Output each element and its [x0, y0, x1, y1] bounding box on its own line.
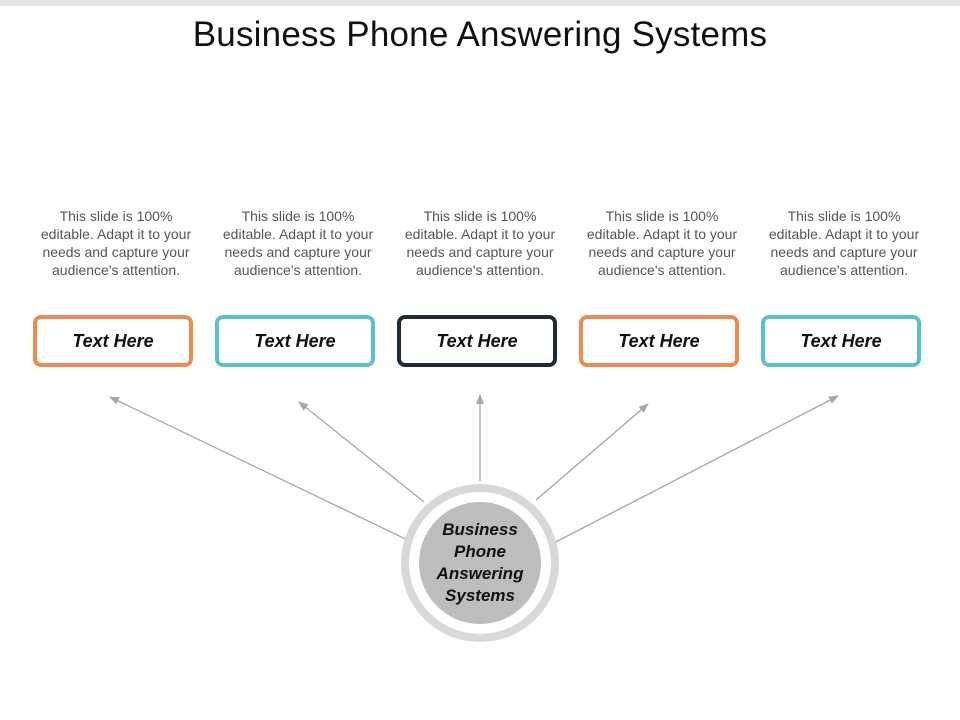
item-description: This slide is 100% editable. Adapt it to… — [768, 208, 920, 278]
top-accent-bar — [0, 0, 960, 6]
arrow-4 — [535, 403, 649, 501]
hub-label: Business Phone Answering Systems — [436, 520, 524, 605]
hub-circle: Business Phone Answering Systems — [419, 502, 541, 624]
arrow-5 — [547, 395, 839, 547]
item-description: This slide is 100% editable. Adapt it to… — [40, 208, 192, 278]
arrow-2 — [298, 401, 425, 503]
text-box: Text Here — [215, 315, 375, 367]
slide-title: Business Phone Answering Systems — [192, 15, 768, 54]
text-box: Text Here — [579, 315, 739, 367]
item-description: This slide is 100% editable. Adapt it to… — [404, 208, 556, 278]
text-box: Text Here — [33, 315, 193, 367]
arrow-1 — [109, 396, 419, 546]
text-box: Text Here — [397, 315, 557, 367]
item-description: This slide is 100% editable. Adapt it to… — [222, 208, 374, 278]
item-description: This slide is 100% editable. Adapt it to… — [586, 208, 738, 278]
text-box: Text Here — [761, 315, 921, 367]
